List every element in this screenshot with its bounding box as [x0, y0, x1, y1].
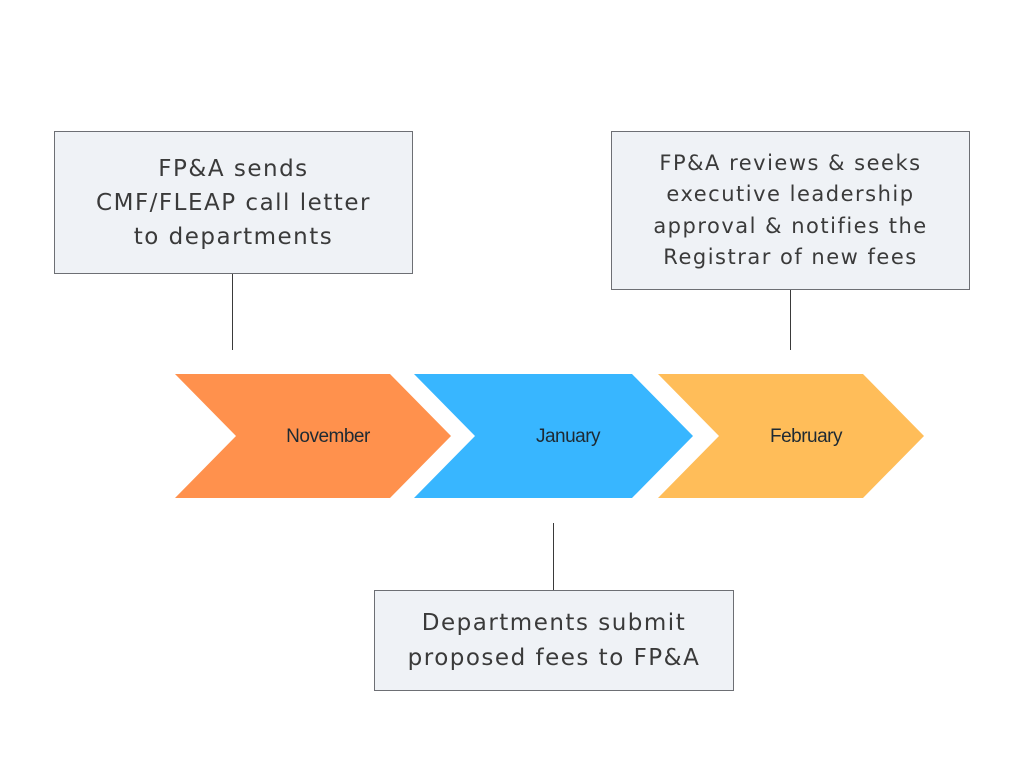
chevron-january-shape: [414, 374, 693, 498]
january-callout-box: Departments submit proposed fees to FP&A: [374, 590, 734, 691]
chevron-february: February: [658, 374, 924, 498]
november-callout-box: FP&A sends CMF/FLEAP call letter to depa…: [54, 131, 413, 274]
january-connector-line: [553, 523, 554, 590]
chevron-november-label: November: [286, 426, 371, 447]
chevron-february-shape: [658, 374, 924, 498]
chevron-january-label: January: [536, 426, 601, 447]
november-connector-line: [232, 274, 233, 350]
february-connector-line: [790, 290, 791, 350]
chevron-november-shape: [175, 374, 451, 498]
chevron-january: January: [414, 374, 693, 498]
chevron-february-label: February: [770, 426, 843, 447]
february-callout-box: FP&A reviews & seeks executive leadershi…: [611, 131, 970, 290]
chevron-november: November: [175, 374, 451, 498]
